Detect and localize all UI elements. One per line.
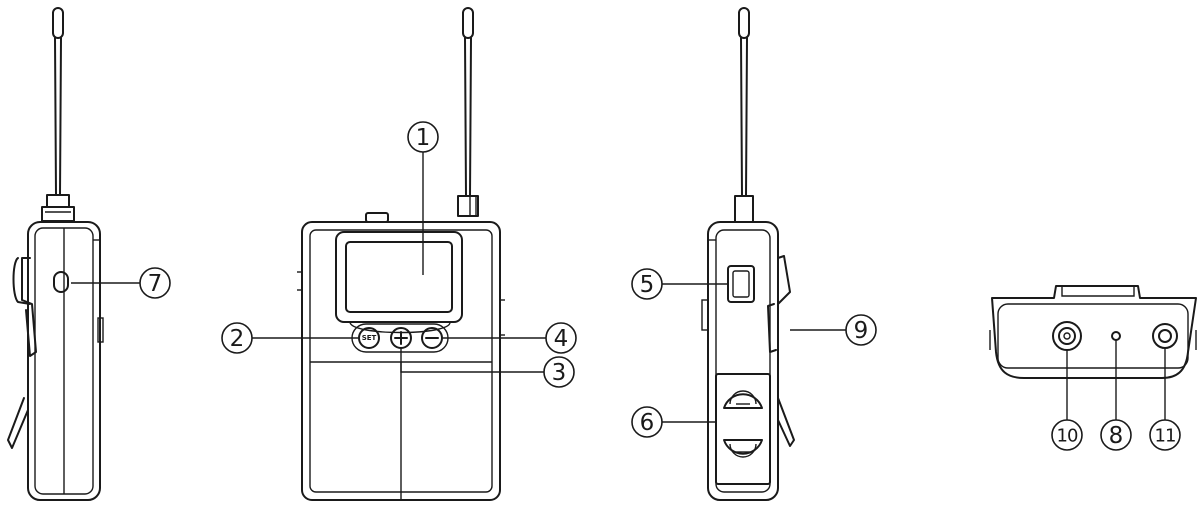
mic-input-jack bbox=[1052, 321, 1082, 351]
power-switch bbox=[727, 265, 755, 303]
callout-4-label: 4 bbox=[554, 326, 569, 352]
callout-3-label: 3 bbox=[552, 360, 567, 386]
button-panel: SET bbox=[351, 323, 449, 353]
bottom-view bbox=[989, 285, 1197, 379]
bottom-led bbox=[1111, 331, 1121, 341]
right-side-view bbox=[701, 7, 795, 501]
front-body bbox=[297, 221, 505, 501]
callout-6: 6 bbox=[631, 406, 663, 438]
front-top-knob bbox=[365, 212, 389, 223]
left-belt-clip bbox=[7, 257, 37, 449]
plus-button bbox=[390, 327, 412, 349]
left-body bbox=[27, 221, 104, 501]
callout-10-label: 10 bbox=[1057, 426, 1078, 447]
left-ir-window bbox=[53, 271, 69, 293]
front-view: SET bbox=[297, 7, 505, 501]
right-body bbox=[701, 221, 779, 501]
callout-1: 1 bbox=[407, 121, 439, 153]
callout-4: 4 bbox=[545, 322, 577, 354]
callout-5: 5 bbox=[631, 268, 663, 300]
callout-5-label: 5 bbox=[640, 272, 655, 298]
callout-1-label: 1 bbox=[416, 125, 431, 151]
callout-10: 10 bbox=[1051, 419, 1083, 451]
callout-9-label: 9 bbox=[854, 318, 869, 344]
left-antenna bbox=[41, 7, 75, 222]
callout-7-label: 7 bbox=[148, 271, 163, 297]
leader-lines bbox=[71, 152, 1166, 423]
callout-2-label: 2 bbox=[230, 326, 245, 352]
callout-11: 11 bbox=[1149, 419, 1181, 451]
callout-7: 7 bbox=[139, 267, 171, 299]
lcd-display bbox=[335, 231, 463, 334]
callout-8: 8 bbox=[1100, 419, 1132, 451]
callout-8-label: 8 bbox=[1109, 423, 1124, 449]
callout-2: 2 bbox=[221, 322, 253, 354]
callout-11-label: 11 bbox=[1155, 426, 1176, 447]
callout-6-label: 6 bbox=[640, 410, 655, 436]
set-button-label: SET bbox=[362, 334, 377, 342]
left-side-view bbox=[7, 7, 104, 501]
right-antenna bbox=[734, 7, 754, 223]
right-belt-clip bbox=[767, 255, 795, 447]
callout-3: 3 bbox=[543, 356, 575, 388]
callout-9: 9 bbox=[845, 314, 877, 346]
front-antenna bbox=[457, 7, 479, 217]
instrument-input-jack bbox=[1152, 323, 1178, 349]
battery-compartment bbox=[715, 373, 771, 485]
